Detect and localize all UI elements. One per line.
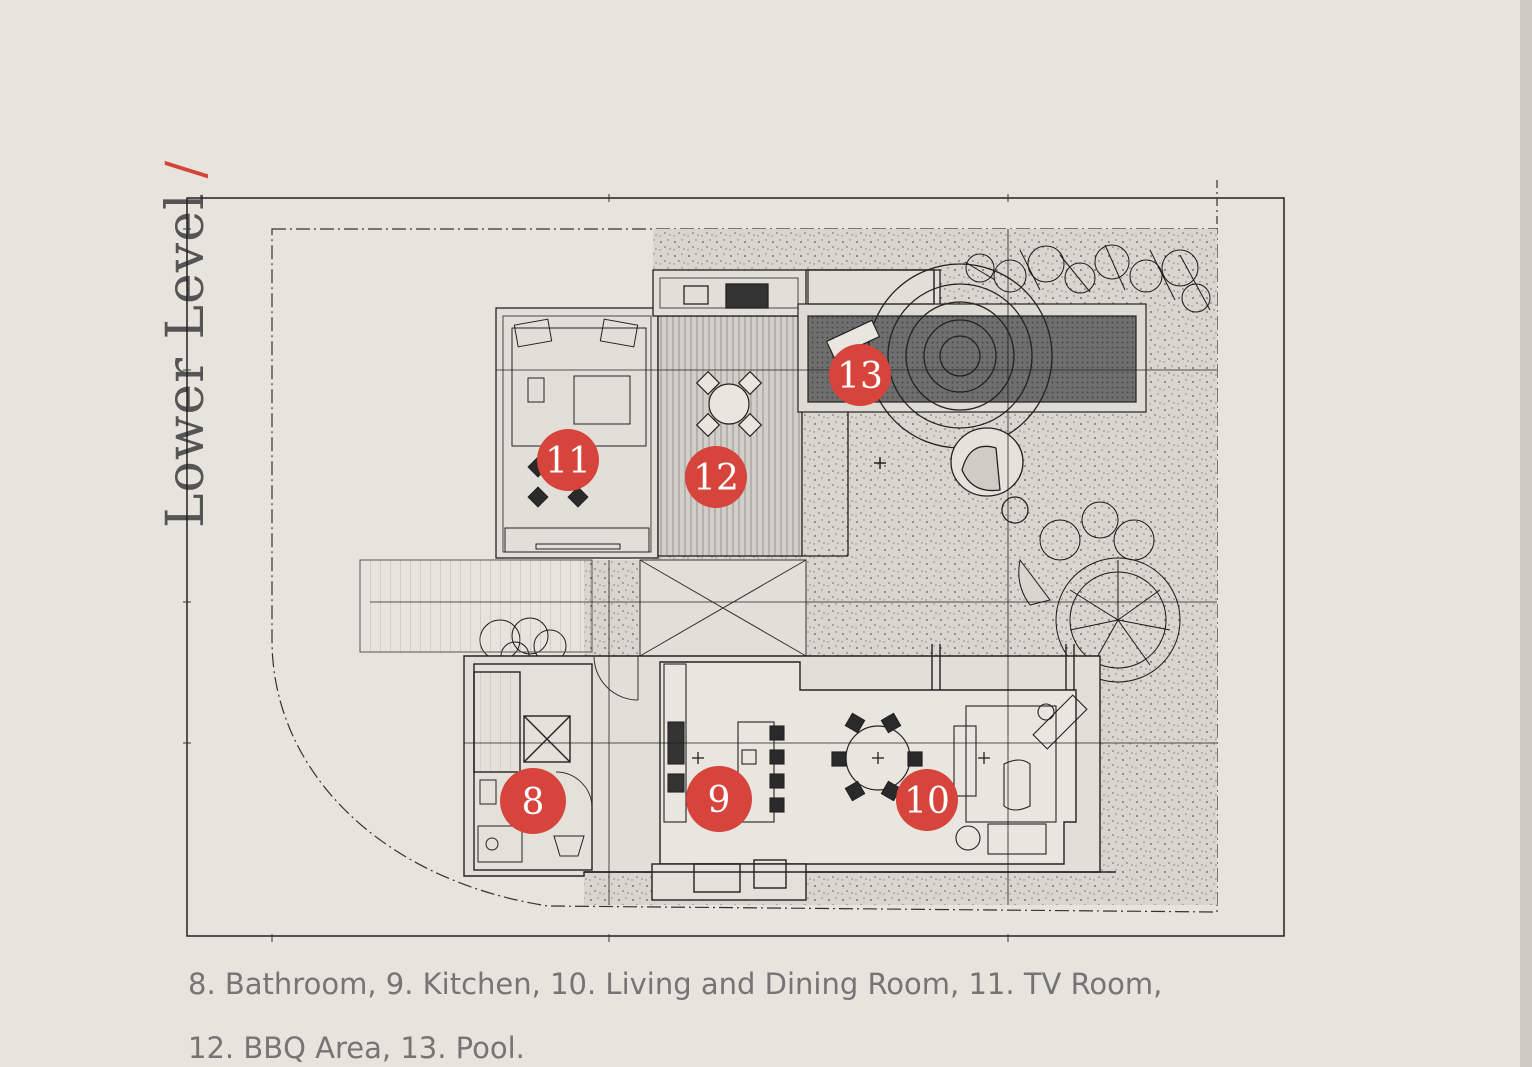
garden-marker — [874, 457, 886, 469]
room-marker-10[interactable]: 10 — [896, 769, 958, 831]
room-marker-9[interactable]: 9 — [686, 766, 752, 832]
room-marker-13-label: 13 — [837, 356, 883, 397]
room-marker-12[interactable]: 12 — [685, 446, 747, 508]
room-marker-12-label: 12 — [693, 458, 739, 499]
level-markers — [692, 752, 990, 764]
room-marker-8-label: 8 — [522, 782, 545, 823]
room-marker-11[interactable]: 11 — [537, 429, 599, 491]
living-room-furniture — [953, 694, 1088, 855]
property-boundary — [271, 228, 1218, 913]
room-legend-caption: 8. Bathroom, 9. Kitchen, 10. Living and … — [188, 952, 1288, 1067]
planting-top — [964, 244, 1211, 313]
bbq-table — [695, 370, 763, 438]
grid-ticks — [183, 194, 1009, 942]
planting-tree — [1018, 501, 1181, 683]
kitchen-fixtures — [663, 663, 785, 823]
lower-block — [463, 644, 1116, 901]
room-marker-8[interactable]: 8 — [500, 768, 566, 834]
bathroom-fixtures — [477, 779, 585, 863]
room-marker-10-label: 10 — [904, 781, 950, 822]
axis-lines — [370, 229, 1217, 905]
page-edge-strip — [1520, 0, 1532, 1067]
courtyard-void — [639, 559, 807, 657]
plan-border — [186, 197, 1285, 937]
entry-steps — [359, 559, 593, 653]
caption-line-2: 12. BBQ Area, 13. Pool. — [188, 1031, 525, 1065]
door-swings — [555, 655, 639, 809]
room-marker-13[interactable]: 13 — [829, 344, 891, 406]
garden-lounge-chair — [950, 427, 1029, 524]
room-marker-11-label: 11 — [545, 441, 591, 482]
dining-table — [831, 712, 923, 802]
upper-block — [495, 269, 941, 559]
caption-line-1: 8. Bathroom, 9. Kitchen, 10. Living and … — [188, 967, 1163, 1001]
room-marker-9-label: 9 — [708, 780, 731, 821]
